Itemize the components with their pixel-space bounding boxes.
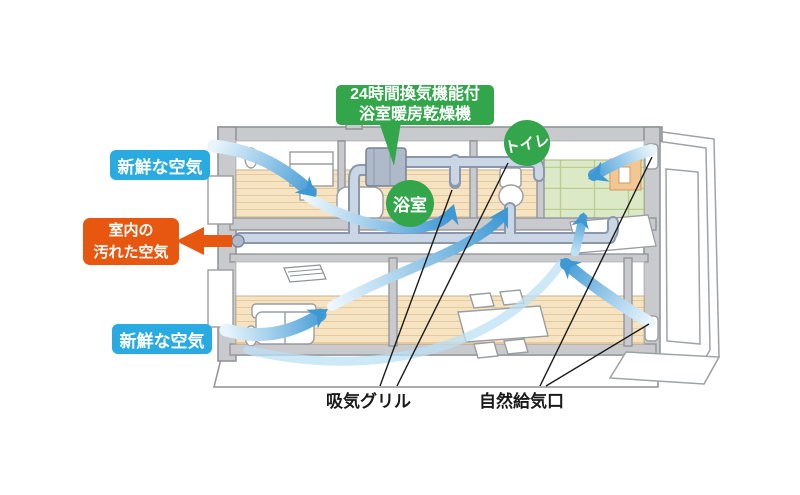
intake-grill-label: 吸気グリル [326,391,411,411]
roof-band [217,126,663,142]
duct-system [231,147,619,248]
dirty-air-line2: 汚れた空気 [93,243,169,261]
airflow-stream [303,192,454,234]
dirty-air-label: 室内の 汚れた空気 [83,218,179,265]
airflow-stream [207,139,317,199]
airflow-stream [243,260,565,366]
pointer-lines [379,156,653,387]
exhaust-air-arrow [176,227,232,255]
unit-label-line1: 24時間換気機能付 [350,86,480,104]
natural-supply-label: 自然給気口 [479,391,564,411]
airflow-arrows [207,139,657,366]
fresh-air-label-bottom: 新鮮な空気 [112,324,212,354]
airflow-stream [560,258,655,328]
unit-label-line2: 浴室暖房乾燥機 [358,106,471,123]
exhaust-outlet [231,234,245,248]
desk [289,151,334,201]
toilet-fixture [498,167,524,208]
airflow-stream [327,211,508,311]
dirty-air-line1: 室内の [108,221,154,239]
unit-label: 24時間換気機能付 浴室暖房乾燥機 [336,85,494,125]
bath-heater-dryer-unit [365,147,407,187]
airflow-arrowheads [294,161,610,329]
balcony-floor-slab [608,351,721,385]
fresh-air-label-top: 新鮮な空気 [110,150,210,180]
airflow-stream [219,308,327,341]
unit-label-pointer [379,122,401,166]
ceiling-vent-grille [283,264,327,283]
bath-label: 浴室 [386,180,434,227]
